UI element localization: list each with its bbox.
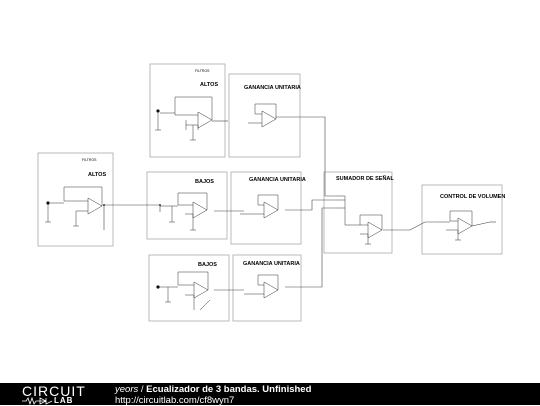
bajos-bottom-title: BAJOS — [198, 262, 217, 268]
author-link[interactable]: yeors — [115, 384, 139, 395]
circuit-title: Ecualizador de 3 bandas. Unfinished — [146, 384, 312, 395]
circuit-title-line: yeors / Ecualizador de 3 bandas. Unfinis… — [115, 384, 311, 395]
opamp-ganancia-bottom — [244, 274, 279, 299]
block-ganancia-top — [228, 73, 301, 158]
circuit-url[interactable]: http://circuitlab.com/cf8wyn7 — [115, 395, 235, 406]
logo-text-circuit: CIRCUIT — [22, 383, 86, 399]
altos-top-title: ALTOS — [200, 82, 218, 88]
opamp-filtros-left — [45, 186, 103, 227]
opamp-bajos-mid — [160, 192, 208, 231]
filtros-top-subtitle: FILTROS — [195, 69, 210, 73]
logo-text-lab: LAB — [54, 396, 74, 405]
opamp-ganancia-mid — [240, 194, 279, 219]
block-ganancia-mid — [230, 171, 302, 245]
schematic-canvas: FILTROS ALTOS GANANCIA UNITARIA FILTROS … — [37, 63, 505, 322]
block-ganancia-bottom — [232, 254, 302, 322]
opamp-sumador — [335, 195, 383, 245]
circuitlab-logo[interactable]: CIRCUIT LAB — [22, 383, 92, 405]
input-sources — [46, 109, 161, 289]
footer-bar: CIRCUIT LAB yeors / Ecualizador de 3 ban… — [0, 383, 540, 406]
block-filtros-altos-top — [149, 63, 226, 158]
opamp-control — [438, 210, 491, 241]
altos-left-title: ALTOS — [88, 172, 106, 178]
block-bajos-bottom — [148, 254, 230, 322]
ganancia-mid-title: GANANCIA UNITARIA — [249, 177, 306, 183]
block-filtros-altos-left — [37, 152, 114, 247]
block-control — [421, 184, 503, 255]
separator: / — [138, 384, 147, 395]
control-title: CONTROL DE VOLUMEN — [440, 194, 505, 200]
opamp-filtros-top — [155, 96, 213, 141]
wiring — [103, 116, 496, 291]
opamp-ganancia-top — [248, 103, 277, 128]
filtros-left-subtitle: FILTROS — [82, 158, 97, 162]
ganancia-top-title: GANANCIA UNITARIA — [244, 85, 301, 91]
block-sumador — [323, 171, 393, 254]
waveform-icon — [22, 397, 53, 405]
sumador-title: SUMADOR DE SEÑAL — [336, 175, 394, 182]
opamp-bajos-bottom — [158, 271, 211, 311]
bajos-mid-title: BAJOS — [195, 179, 214, 185]
ganancia-bottom-title: GANANCIA UNITARIA — [243, 261, 300, 267]
block-bajos-mid — [146, 171, 228, 240]
